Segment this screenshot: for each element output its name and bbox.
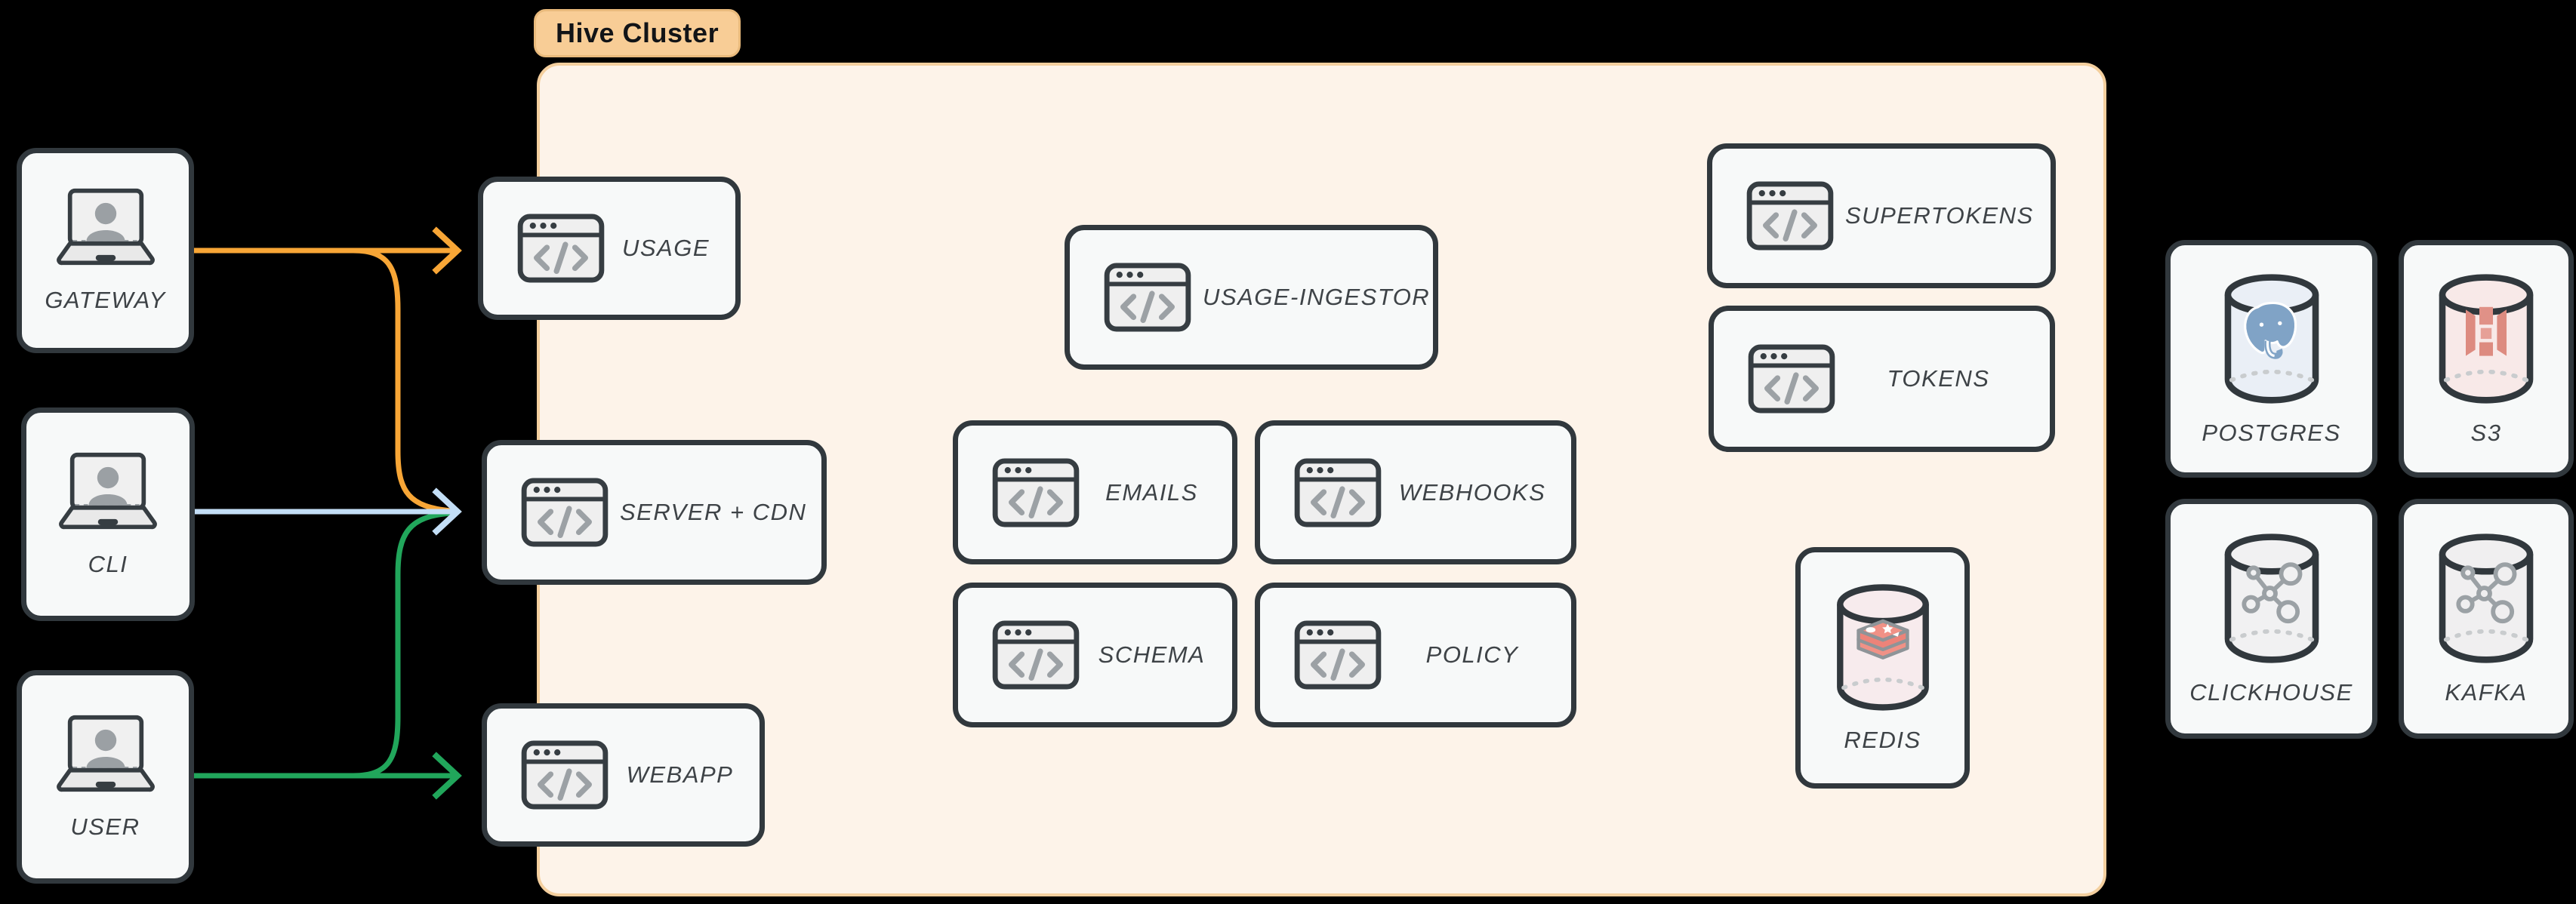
node-label: EMAILS: [1105, 478, 1198, 506]
code-window-icon: [520, 739, 609, 810]
node-label: SUPERTOKENS: [1845, 202, 2034, 229]
clickhouse-database-icon: [2217, 531, 2326, 664]
laptop-user-icon: [48, 714, 163, 794]
node-label: USAGE-INGESTOR: [1203, 284, 1431, 310]
code-window-icon: [1746, 180, 1835, 251]
s3-bucket-icon: [2452, 299, 2520, 367]
node-label: POLICY: [1425, 641, 1519, 668]
molecule-icon: [2448, 554, 2524, 629]
node-kafka: KAFKA: [2399, 499, 2574, 739]
laptop-user-icon: [48, 187, 163, 267]
node-label: GATEWAY: [45, 287, 166, 313]
s3-database-icon: [2432, 272, 2541, 404]
node-usage-ingestor: USAGE-INGESTOR: [1065, 225, 1438, 370]
laptop-user-icon: [51, 451, 165, 531]
code-window-icon: [520, 477, 609, 548]
node-label: S3: [2470, 419, 2502, 446]
code-window-icon: [516, 213, 605, 284]
node-label: TOKENS: [1887, 365, 1990, 392]
code-window-icon: [1293, 620, 1382, 690]
node-usage: USAGE: [478, 177, 741, 320]
node-policy: POLICY: [1255, 583, 1576, 727]
node-s3: S3: [2399, 240, 2574, 478]
node-label: WEBHOOKS: [1398, 478, 1546, 506]
node-label: USER: [70, 813, 140, 840]
node-clickhouse: CLICKHOUSE: [2165, 499, 2377, 739]
arrowhead-usage: [432, 226, 462, 275]
node-label: REDIS: [1844, 727, 1921, 753]
node-redis: REDIS: [1795, 547, 1970, 789]
postgres-database-icon: [2217, 272, 2326, 404]
node-label: SERVER + CDN: [620, 499, 807, 525]
node-supertokens: SUPERTOKENS: [1707, 143, 2056, 288]
code-window-icon: [1293, 457, 1382, 528]
node-webhooks: WEBHOOKS: [1255, 420, 1576, 564]
redis-logo-icon: [1849, 607, 1917, 675]
node-label: SCHEMA: [1098, 641, 1206, 668]
node-label: WEBAPP: [626, 761, 734, 788]
redis-database-icon: [1830, 582, 1936, 712]
node-cli: CLI: [21, 407, 195, 621]
code-window-icon: [991, 457, 1080, 528]
node-gateway: GATEWAY: [17, 148, 194, 353]
arrowhead-servercdn: [432, 487, 462, 536]
node-schema: SCHEMA: [953, 583, 1237, 727]
edge-gateway-servercdn: [353, 248, 452, 514]
molecule-icon: [2234, 554, 2309, 629]
arrowhead-webapp: [432, 752, 462, 800]
node-label: KAFKA: [2445, 679, 2528, 706]
kafka-database-icon: [2432, 531, 2541, 664]
node-emails: EMAILS: [953, 420, 1237, 564]
code-window-icon: [991, 620, 1080, 690]
node-label: CLI: [88, 550, 128, 577]
edge-user-servercdn: [353, 510, 452, 779]
code-window-icon: [1103, 262, 1192, 333]
postgres-elephant-icon: [2238, 299, 2306, 367]
node-webapp: WEBAPP: [482, 703, 765, 847]
node-server-cdn: SERVER + CDN: [482, 440, 827, 585]
node-user: USER: [17, 670, 194, 884]
code-window-icon: [1747, 343, 1836, 414]
node-tokens: TOKENS: [1709, 306, 2055, 452]
node-label: USAGE: [621, 235, 710, 261]
hive-cluster-label: Hive Cluster: [534, 9, 741, 57]
node-label: CLICKHOUSE: [2189, 679, 2353, 706]
node-label: POSTGRES: [2202, 419, 2341, 446]
node-postgres: POSTGRES: [2165, 240, 2377, 478]
